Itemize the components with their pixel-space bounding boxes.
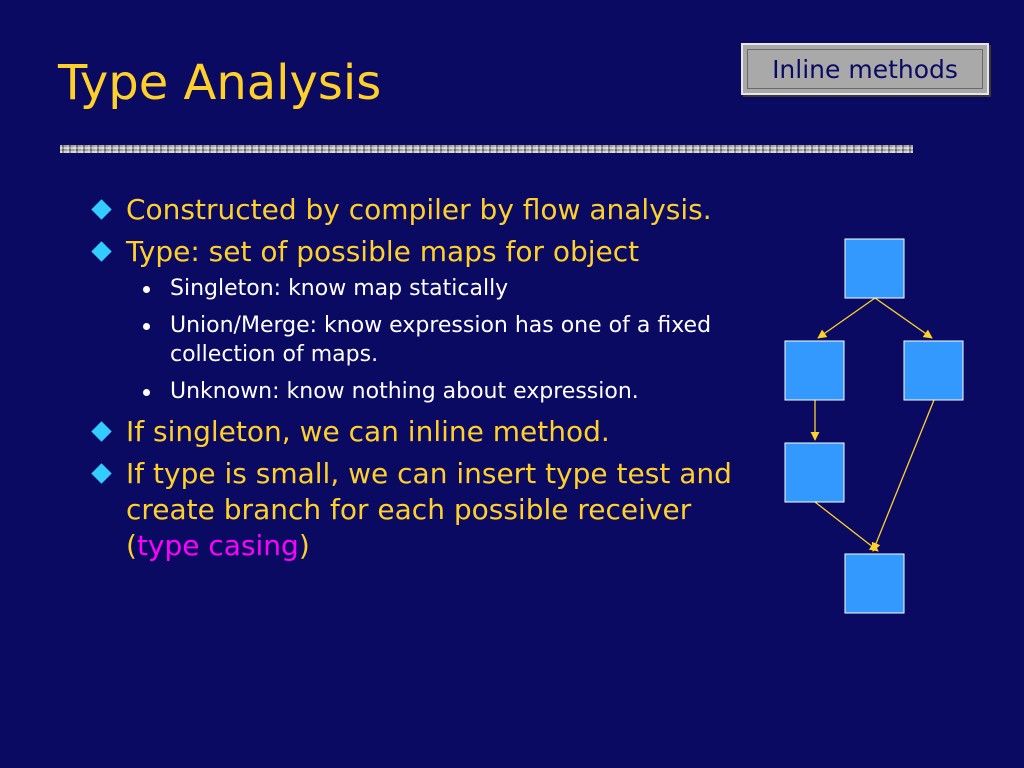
edge-middle-to-bottom bbox=[814, 501, 879, 552]
inline-methods-tag-label: Inline methods bbox=[747, 49, 983, 89]
sub-bullet-text: Union/Merge: know expression has one of … bbox=[170, 313, 712, 367]
bullet-singleton-inline: If singleton, we can inline method. bbox=[90, 414, 750, 450]
bullet-text-after: ) bbox=[298, 529, 310, 562]
node-bottom bbox=[844, 553, 905, 614]
bullet-text: Type: set of possible maps for object bbox=[126, 235, 640, 268]
sub-bullet-list: Singleton: know map statically Union/Mer… bbox=[126, 274, 750, 406]
slide-title: Type Analysis bbox=[58, 55, 382, 111]
sub-bullet-text: Unknown: know nothing about expression. bbox=[170, 379, 639, 404]
node-left bbox=[784, 340, 845, 401]
dot-bullet-icon bbox=[143, 323, 150, 330]
bullet-constructed: Constructed by compiler by flow analysis… bbox=[90, 192, 750, 228]
edge-top-to-right bbox=[874, 297, 933, 339]
bullet-list: Constructed by compiler by flow analysis… bbox=[90, 192, 750, 570]
sub-bullet-unknown: Unknown: know nothing about expression. bbox=[90, 377, 730, 406]
bullet-type-definition: Type: set of possible maps for object Si… bbox=[90, 234, 750, 406]
bullet-type-casing: If type is small, we can insert type tes… bbox=[90, 456, 750, 564]
dot-bullet-icon bbox=[143, 389, 150, 396]
sub-bullet-union-merge: Union/Merge: know expression has one of … bbox=[90, 311, 730, 369]
bullet-text-before: If type is small, we can insert type tes… bbox=[126, 457, 732, 562]
sub-bullet-text: Singleton: know map statically bbox=[170, 276, 509, 301]
sub-bullet-singleton: Singleton: know map statically bbox=[90, 274, 730, 303]
dot-bullet-icon bbox=[143, 286, 150, 293]
bullet-text: Constructed by compiler by flow analysis… bbox=[126, 193, 712, 226]
node-middle bbox=[784, 442, 845, 503]
edge-right-to-bottom bbox=[871, 399, 935, 552]
title-divider bbox=[60, 145, 913, 153]
node-right bbox=[903, 340, 964, 401]
node-top bbox=[844, 238, 905, 299]
type-casing-highlight: type casing bbox=[136, 529, 299, 562]
bullet-text: If singleton, we can inline method. bbox=[126, 415, 610, 448]
edge-top-to-left bbox=[817, 297, 876, 339]
inline-methods-tag: Inline methods bbox=[741, 43, 989, 95]
